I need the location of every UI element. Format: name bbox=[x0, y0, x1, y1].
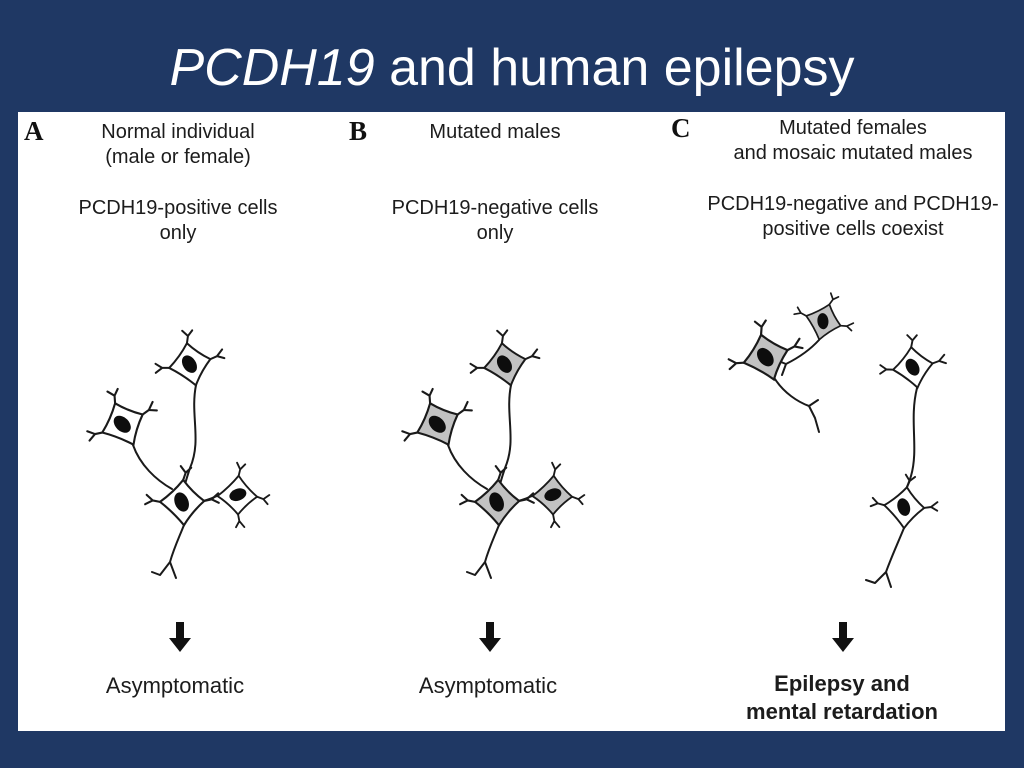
axon-paths bbox=[774, 339, 918, 588]
panel-c-neuron-network bbox=[720, 283, 949, 588]
axon-paths bbox=[447, 384, 533, 579]
panel-b-condition: Mutated males bbox=[429, 121, 561, 143]
axon-paths bbox=[132, 384, 218, 579]
panel-a-cell-composition: PCDH19-positive cells only bbox=[78, 197, 278, 244]
panel-b-down-arrow-icon bbox=[475, 622, 505, 652]
panel-c-condition: Mutated females and mosaic mutated males bbox=[733, 117, 973, 164]
panel-a-neuron-network bbox=[74, 324, 273, 579]
arrow-head bbox=[832, 638, 854, 652]
neuron bbox=[529, 460, 588, 531]
panel-a-down-arrow-icon bbox=[165, 622, 195, 652]
panel-c-down-arrow-icon bbox=[828, 622, 858, 652]
neuron bbox=[867, 469, 943, 534]
panel-a-condition: Normal individual (male or female) bbox=[101, 121, 255, 168]
title-gene-name: PCDH19 bbox=[169, 39, 375, 97]
panel-b-outcome: Asymptomatic bbox=[418, 673, 558, 698]
arrow-shaft bbox=[839, 622, 847, 638]
neuron bbox=[389, 376, 482, 460]
panel-a-letter: A bbox=[24, 116, 44, 146]
arrow-head bbox=[479, 638, 501, 652]
neuron bbox=[214, 460, 273, 531]
panel-b-letter: B bbox=[349, 116, 368, 146]
neuron bbox=[464, 324, 544, 392]
panel-c-outcome: Epilepsy and mental retardation bbox=[746, 671, 938, 724]
slide-title: PCDH19 and human epilepsy bbox=[12, 40, 1012, 96]
neuron bbox=[149, 324, 229, 392]
arrow-shaft bbox=[486, 622, 494, 638]
title-rest: and human epilepsy bbox=[374, 39, 855, 97]
neuron bbox=[720, 312, 809, 390]
arrow-shaft bbox=[176, 622, 184, 638]
neuron bbox=[876, 331, 949, 392]
panel-c-cell-composition: PCDH19-negative and PCDH19- positive cel… bbox=[707, 193, 999, 240]
figure-panel: A B C Normal individual (male or female)… bbox=[18, 112, 1005, 731]
arrow-head bbox=[169, 638, 191, 652]
neuron bbox=[143, 463, 222, 528]
panel-b-neuron-network bbox=[389, 324, 588, 579]
neuron bbox=[74, 376, 167, 460]
neuron bbox=[458, 463, 537, 528]
panel-a-outcome: Asymptomatic bbox=[105, 673, 245, 698]
panel-c-letter: C bbox=[671, 113, 691, 143]
panel-b-cell-composition: PCDH19-negative cells only bbox=[391, 197, 599, 244]
